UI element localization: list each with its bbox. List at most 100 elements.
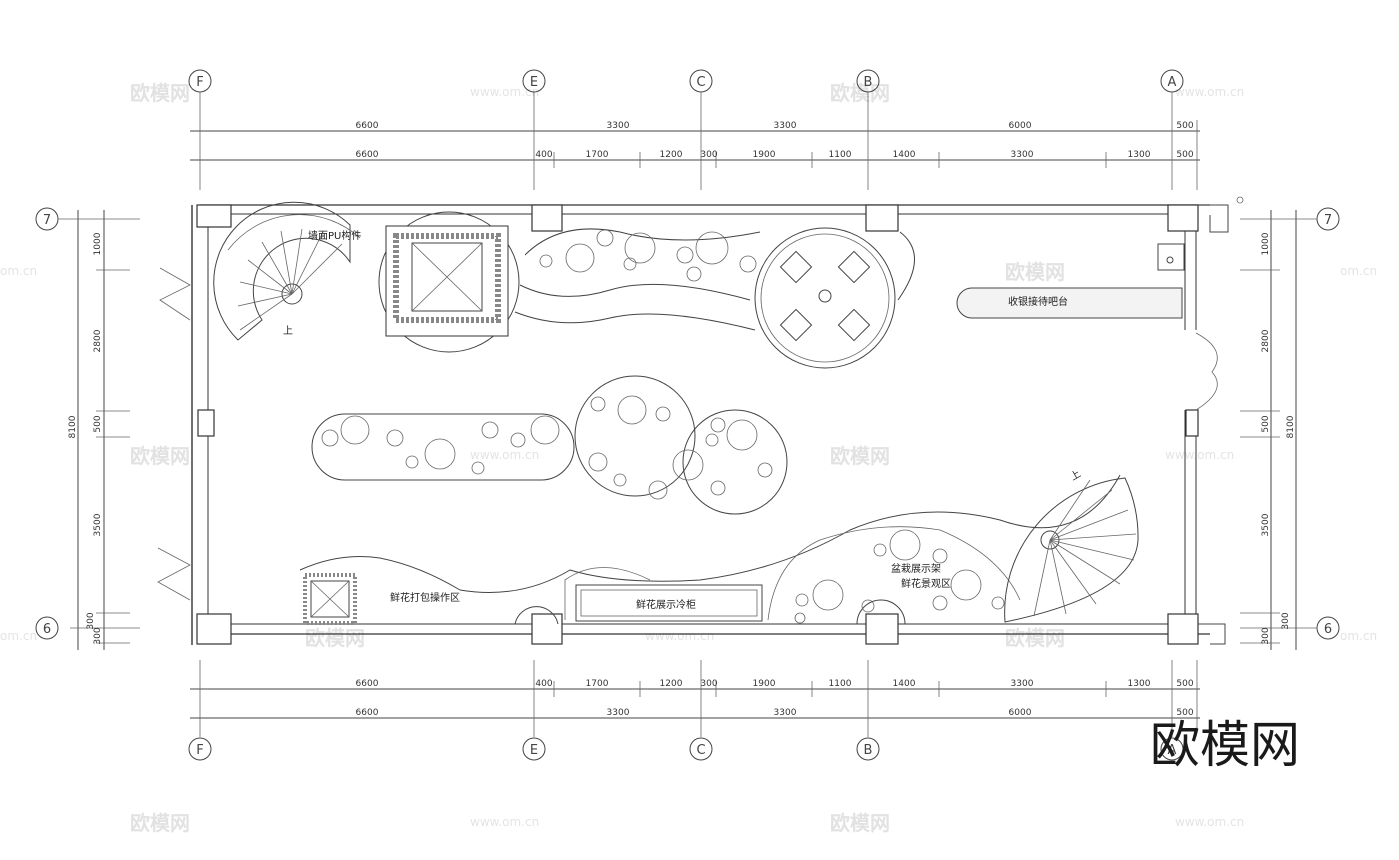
watermark-cn: 欧模网 — [830, 444, 890, 468]
watermark-url: www.om.cn — [470, 815, 539, 829]
axis-label-bottom-f: F — [196, 743, 203, 758]
dim-left: 500 — [93, 415, 103, 432]
elevator — [378, 211, 520, 353]
dim-top-inner: 300 — [700, 150, 717, 160]
axis-bubble-bottom-e — [522, 737, 546, 761]
watermark-url: www.om.cn — [1175, 85, 1244, 99]
building-walls — [157, 196, 1244, 645]
dim-bottom-inner: 500 — [1176, 679, 1193, 689]
axis-label-top-c: C — [696, 75, 705, 90]
cashier-counter: 收银接待吧台 — [956, 243, 1185, 319]
dim-top-inner: 3300 — [1011, 150, 1034, 160]
planter-long — [311, 413, 575, 481]
column — [1167, 613, 1199, 645]
watermark-cn: 欧模网 — [830, 81, 890, 105]
axis-label-left-7: 7 — [43, 213, 51, 228]
watermark-cn: 欧模网 — [130, 811, 190, 835]
dim-bottom-outer: 6000 — [1009, 708, 1032, 718]
dim-bottom-inner: 300 — [700, 679, 717, 689]
axis-bubble-bottom-f — [188, 737, 212, 761]
stair-up-label: 上 — [1068, 468, 1083, 483]
chair — [837, 250, 871, 284]
axis-top-group: F E C B A — [188, 69, 1184, 93]
axis-label-right-6: 6 — [1324, 622, 1332, 637]
planter-round — [682, 409, 788, 515]
watermark-cn: 欧模网 — [305, 626, 365, 650]
dim-bottom-inner: 1300 — [1128, 679, 1151, 689]
entrance-door — [1195, 332, 1218, 411]
dim-left-total: 8100 — [68, 415, 78, 438]
dim-top-outer: 6600 — [356, 121, 379, 131]
column — [197, 409, 215, 437]
dim-top-outer: 6000 — [1009, 121, 1032, 131]
axis-bottom-group: F E C B A — [188, 737, 1184, 761]
brand-watermark: 欧模网 — [1150, 716, 1300, 774]
chair — [779, 308, 813, 342]
dim-bottom-inner: 1200 — [660, 679, 683, 689]
pu-component-label: 墙面PU构件 — [308, 229, 361, 242]
axis-label-bottom-e: E — [530, 743, 538, 758]
dim-top-inner: 1100 — [829, 150, 852, 160]
dim-top-inner: 500 — [1176, 150, 1193, 160]
column — [1167, 204, 1199, 232]
dimension-texts: 6600 3300 3300 6000 500 6600 400 1700 12… — [68, 121, 1296, 718]
dim-right: 300 — [1281, 612, 1291, 629]
axis-bubble-bottom-b — [856, 737, 880, 761]
dim-bottom-outer: 500 — [1176, 708, 1193, 718]
axis-bubble-bottom-a — [1160, 737, 1184, 761]
dimension-lines — [58, 92, 1317, 737]
axis-label-right-7: 7 — [1324, 213, 1332, 228]
dim-top-inner: 400 — [535, 150, 552, 160]
cooler-label: 鲜花展示冷柜 — [636, 598, 696, 611]
axis-label-top-e: E — [530, 75, 538, 90]
watermark-url: www.om.cn — [1175, 815, 1244, 829]
watermark-cn: 欧模网 — [1005, 626, 1065, 650]
axis-label-top-a: A — [1168, 75, 1177, 90]
column — [865, 204, 899, 232]
dim-bottom-inner: 400 — [535, 679, 552, 689]
dim-top-outer: 3300 — [774, 121, 797, 131]
dim-bottom-inner: 3300 — [1011, 679, 1034, 689]
watermark-cn: 欧模网 — [1005, 260, 1065, 284]
dim-bottom-outer: 6600 — [356, 708, 379, 718]
dim-bottom-inner: 1100 — [829, 679, 852, 689]
dim-right: 1000 — [1261, 232, 1271, 255]
watermark-cn: 欧模网 — [830, 811, 890, 835]
dim-top-inner: 1400 — [893, 150, 916, 160]
dim-left: 300 — [86, 612, 96, 629]
dim-top-inner: 1700 — [586, 150, 609, 160]
dim-top-outer: 3300 — [607, 121, 630, 131]
packing-label: 鲜花打包操作区 — [390, 591, 460, 604]
watermark-url-partial: om.cn — [0, 629, 37, 643]
flower-cooler — [575, 584, 763, 622]
watermark-cn: 欧模网 — [130, 444, 190, 468]
axis-bubble-left-6 — [35, 616, 59, 640]
axis-label-top-b: B — [864, 75, 873, 90]
watermark-url-partial: om.cn — [1340, 264, 1377, 278]
axis-label-top-f: F — [196, 75, 203, 90]
watermark-url: www.om.cn — [645, 629, 714, 643]
planter-round — [574, 375, 696, 497]
column — [865, 613, 899, 645]
display-b-label: 鲜花景观区 — [901, 577, 951, 590]
watermark-cn: 欧模网 — [130, 81, 190, 105]
dim-bottom-outer: 3300 — [774, 708, 797, 718]
dim-left: 1000 — [93, 232, 103, 255]
axis-label-bottom-b: B — [864, 743, 873, 758]
dim-bottom-inner: 1900 — [753, 679, 776, 689]
column — [196, 204, 232, 228]
spiral-stair-bottom: 上 — [1004, 468, 1139, 623]
spiral-stair-top: 上 — [213, 201, 361, 341]
watermark-layer: 欧模网 www.om.cn 欧模网 www.om.cn om.cn 欧模网 om… — [0, 81, 1377, 835]
watermark-url: www.om.cn — [470, 448, 539, 462]
column — [1185, 409, 1199, 437]
dim-right: 500 — [1261, 415, 1271, 432]
column — [531, 204, 563, 232]
dim-left: 3500 — [93, 513, 103, 536]
stair-up-label: 上 — [283, 325, 293, 337]
watermark-url-partial: om.cn — [0, 264, 37, 278]
column — [531, 613, 563, 645]
plant-cluster — [539, 229, 757, 282]
cashier-label: 收银接待吧台 — [1008, 295, 1068, 308]
